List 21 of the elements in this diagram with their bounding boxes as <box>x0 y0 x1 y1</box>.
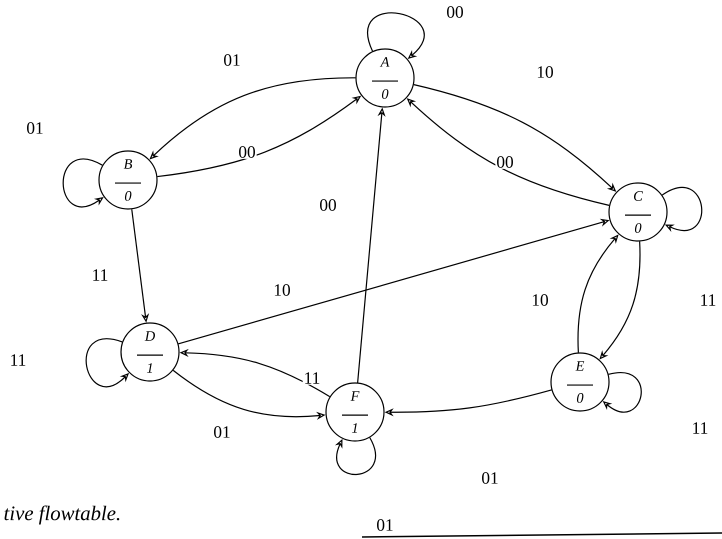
edge-label: 00 <box>237 145 257 159</box>
edge-label: 00 <box>445 5 465 19</box>
edge-label: 10 <box>535 65 555 79</box>
edge-label: 01 <box>375 518 395 532</box>
edge-label: 01 <box>212 425 232 439</box>
edge-label: 01 <box>25 121 45 135</box>
arrow <box>334 437 376 475</box>
edge-label: 00 <box>318 198 338 212</box>
edge-label: 01 <box>222 53 242 67</box>
edge-label: 00 <box>495 155 515 169</box>
edge-label: 11 <box>302 371 322 385</box>
edge-label: 10 <box>272 283 292 297</box>
edge-label: 11 <box>8 353 28 367</box>
arrow <box>367 12 425 59</box>
caption-text: tive flowtable. <box>4 506 120 524</box>
edge-label: 10 <box>530 293 550 307</box>
arrow <box>662 186 702 232</box>
edge-label: 01 <box>480 471 500 485</box>
edge-label: 11 <box>698 293 718 307</box>
edge-label: 11 <box>690 421 710 435</box>
edge-label: 11 <box>90 268 110 282</box>
